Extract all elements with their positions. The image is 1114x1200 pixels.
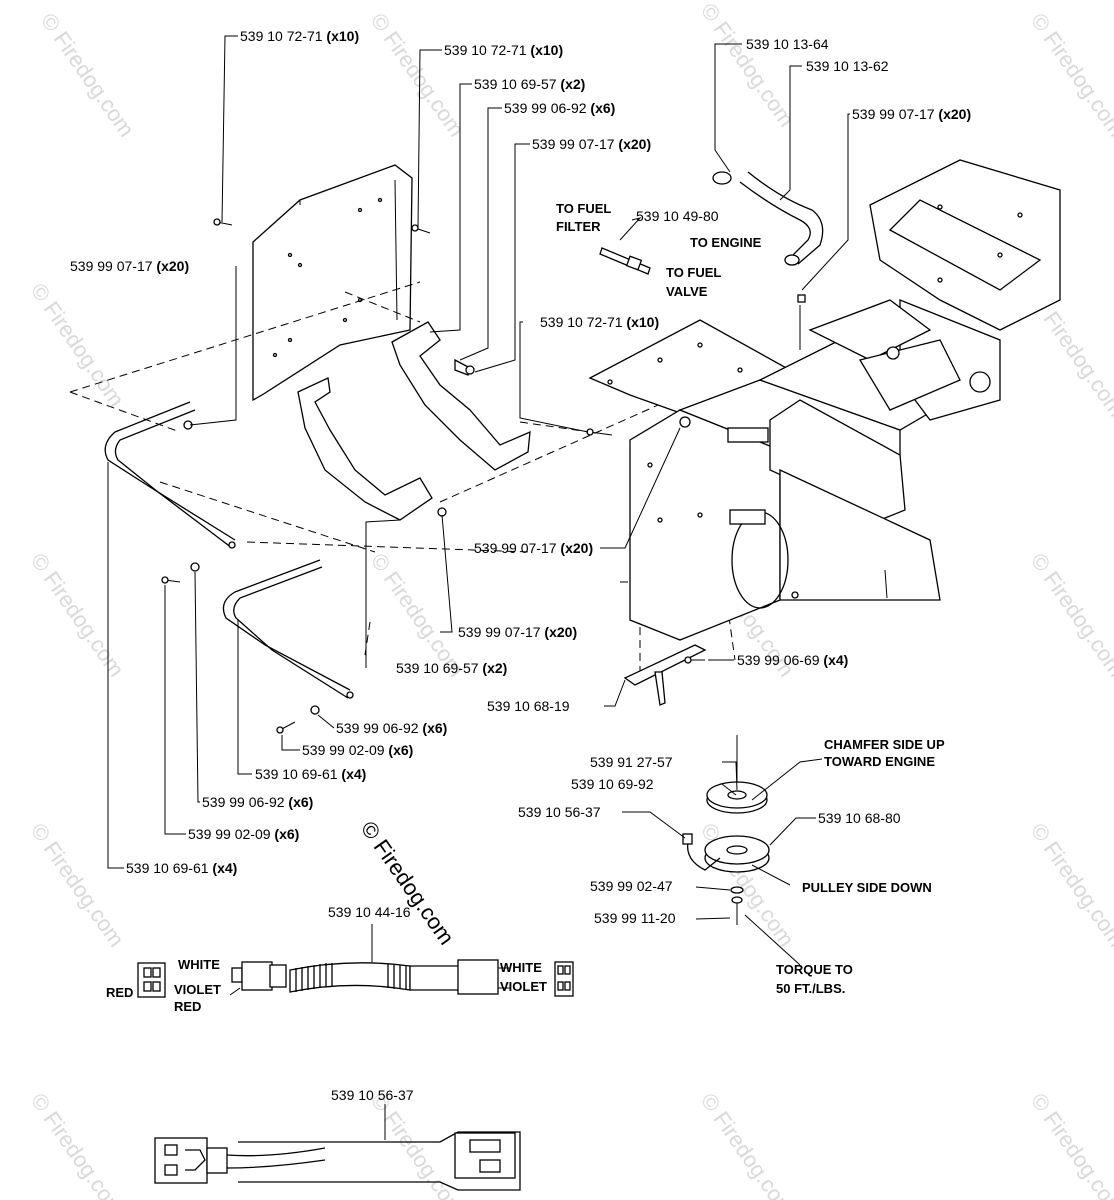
note-chamfer: CHAMFER SIDE UP: [824, 737, 945, 752]
wire-harness-top: [137, 959, 574, 998]
wire-label-red: RED: [174, 999, 201, 1014]
fuel-hose-group: [599, 171, 824, 275]
wire-color-labels: WHITE VIOLET RED RED WHITE VIOLET: [106, 957, 547, 1014]
callout-label: 539 99 02-47: [590, 878, 673, 894]
callout-label: 539 99 11-20: [594, 910, 676, 926]
callout-label: 539 99 07-17 (x20): [474, 540, 593, 556]
seat-pan-assembly: [69, 164, 736, 734]
callout-labels: 539 10 72-71 (x10) 539 10 72-71 (x10) 53…: [70, 28, 971, 1103]
assembly-notes: TO FUEL FILTER TO ENGINE TO FUEL VALVE C…: [556, 201, 945, 996]
callout-label: 539 10 13-62: [806, 58, 889, 74]
watermark-tile: © Firedog.com: [1026, 1089, 1114, 1200]
callout-label: 539 10 13-64: [746, 36, 829, 52]
callout-label: 539 99 06-92 (x6): [504, 100, 615, 116]
callout-label: 539 99 07-17 (x20): [852, 106, 971, 122]
callout-label: 539 10 69-92: [571, 776, 654, 792]
wire-label-red: RED: [106, 985, 133, 1000]
watermark-tile: © Firedog.com: [1026, 9, 1114, 142]
watermark-tile: © Firedog.com: [26, 1089, 129, 1200]
callout-label: 539 10 69-61 (x4): [126, 860, 237, 876]
callout-label: 539 99 07-17 (x20): [458, 624, 577, 640]
callout-label: 539 10 69-61 (x4): [255, 766, 366, 782]
wire-label-white: WHITE: [500, 960, 542, 975]
callout-label: 539 99 07-17 (x20): [70, 258, 189, 274]
callout-label: 539 10 72-71 (x10): [444, 42, 563, 58]
wire-harness-bottom: [154, 1131, 521, 1191]
watermark-center: © Firedog.com: [356, 817, 459, 950]
note-chamfer: TOWARD ENGINE: [824, 754, 935, 769]
watermark-tile: © Firedog.com: [696, 0, 799, 131]
wire-label-violet: VIOLET: [500, 979, 547, 994]
watermark-tile: © Firedog.com: [36, 9, 139, 142]
note-to-fuel-filter: FILTER: [556, 219, 601, 234]
watermark-tile: © Firedog.com: [366, 1089, 469, 1200]
watermark-tile: © Firedog.com: [696, 1089, 799, 1200]
callout-label: 539 10 68-80: [818, 810, 901, 826]
watermark-tile: © Firedog.com: [26, 549, 129, 682]
note-to-engine: TO ENGINE: [690, 235, 762, 250]
callout-label: 539 10 72-71 (x10): [540, 314, 659, 330]
wire-label-violet: VIOLET: [174, 982, 221, 997]
watermark-tile: © Firedog.com: [1026, 819, 1114, 952]
callout-label: 539 99 02-09 (x6): [302, 742, 413, 758]
callout-label: 539 10 69-57 (x2): [396, 660, 507, 676]
callout-label: 539 99 06-92 (x6): [202, 794, 313, 810]
callout-label: 539 10 49-80: [636, 208, 719, 224]
callout-label: 539 10 68-19: [487, 698, 570, 714]
note-pulley-side: PULLEY SIDE DOWN: [802, 880, 932, 895]
callout-label: 539 10 72-71 (x10): [240, 28, 359, 44]
callout-label: 539 10 69-57 (x2): [474, 76, 585, 92]
watermark-tile: © Firedog.com: [366, 9, 469, 142]
note-to-fuel-valve: VALVE: [666, 284, 708, 299]
note-torque: 50 FT./LBS.: [776, 981, 845, 996]
callout-label: 539 99 06-92 (x6): [336, 720, 447, 736]
leader-lines: [107, 35, 850, 1140]
note-torque: TORQUE TO: [776, 962, 853, 977]
callout-label: 539 10 56-37: [331, 1087, 414, 1103]
frame-assembly: [586, 159, 1061, 706]
callout-label: 539 10 56-37: [518, 804, 601, 820]
watermark-tile: © Firedog.com: [26, 279, 129, 412]
note-to-fuel-valve: TO FUEL: [666, 265, 721, 280]
callout-label: 539 99 02-09 (x6): [188, 826, 299, 842]
callout-label: 539 10 44-16: [328, 904, 411, 920]
callout-label: 539 99 07-17 (x20): [532, 136, 651, 152]
wire-label-white: WHITE: [178, 957, 220, 972]
watermark-tile: © Firedog.com: [26, 819, 129, 952]
watermark-tile: © Firedog.com: [1026, 549, 1114, 682]
pulley-clutch: [682, 735, 770, 925]
callout-label: 539 91 27-57: [590, 754, 673, 770]
callout-label: 539 99 06-69 (x4): [737, 652, 848, 668]
note-to-fuel-filter: TO FUEL: [556, 201, 611, 216]
